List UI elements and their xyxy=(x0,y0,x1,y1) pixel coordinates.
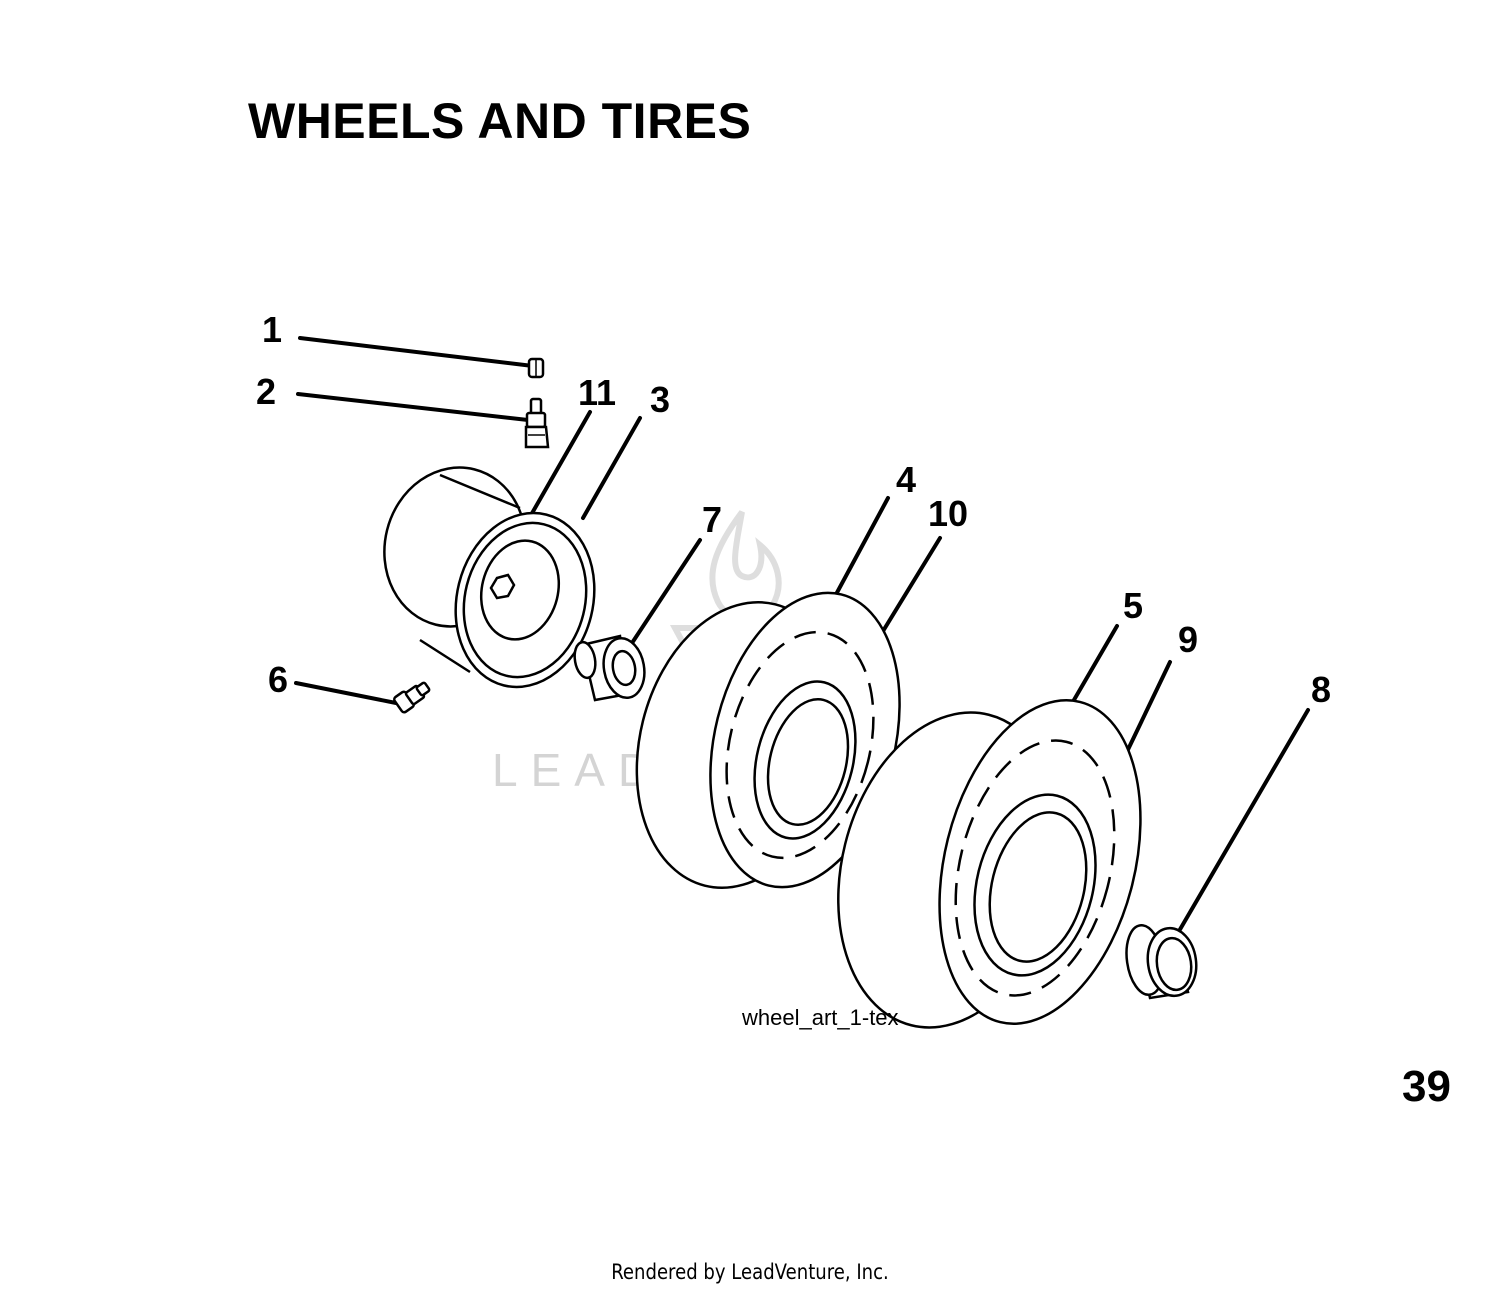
leader-lines xyxy=(294,336,1310,940)
art-reference-label: wheel_art_1-tex xyxy=(741,1005,899,1030)
leader-line-2 xyxy=(296,392,530,422)
part-5-rear-tire xyxy=(837,699,1142,1029)
part-1-valve-cap xyxy=(527,357,545,379)
callout-4: 4 xyxy=(896,459,916,500)
leader-line-10 xyxy=(878,536,942,638)
hub-hole xyxy=(489,573,516,600)
leader-line-4 xyxy=(831,496,890,602)
part-4-front-tire xyxy=(635,591,901,890)
callout-numbers: 1 2 11 3 4 10 7 5 9 8 6 xyxy=(256,309,1331,710)
callout-10: 10 xyxy=(928,493,968,534)
watermark-flame-icon xyxy=(709,510,782,623)
callout-6: 6 xyxy=(268,659,288,700)
part-8-hub-cap xyxy=(1125,924,1198,1000)
leader-line-9 xyxy=(1121,660,1172,762)
part-2-valve-stem xyxy=(524,397,550,449)
page-title: WHEELS AND TIRES xyxy=(248,93,752,149)
footer-credit: Rendered by LeadVenture, Inc. xyxy=(611,1260,889,1284)
leader-line-6 xyxy=(294,681,398,705)
leader-line-3 xyxy=(581,416,642,520)
callout-5: 5 xyxy=(1123,585,1143,626)
leader-line-8 xyxy=(1173,708,1310,940)
leader-line-11 xyxy=(525,410,592,524)
leader-line-1 xyxy=(298,336,535,368)
part-6-grease-fitting xyxy=(393,681,431,714)
callout-7: 7 xyxy=(702,499,722,540)
leader-line-7 xyxy=(630,538,702,645)
callout-11: 11 xyxy=(578,372,616,413)
part-7-bushing xyxy=(573,634,646,702)
callout-8: 8 xyxy=(1311,669,1331,710)
callout-2: 2 xyxy=(256,371,276,412)
callout-3: 3 xyxy=(650,379,670,420)
part-11-rim xyxy=(383,466,596,689)
callout-9: 9 xyxy=(1178,619,1198,660)
callout-1: 1 xyxy=(262,309,282,350)
page-number: 39 xyxy=(1402,1062,1450,1111)
